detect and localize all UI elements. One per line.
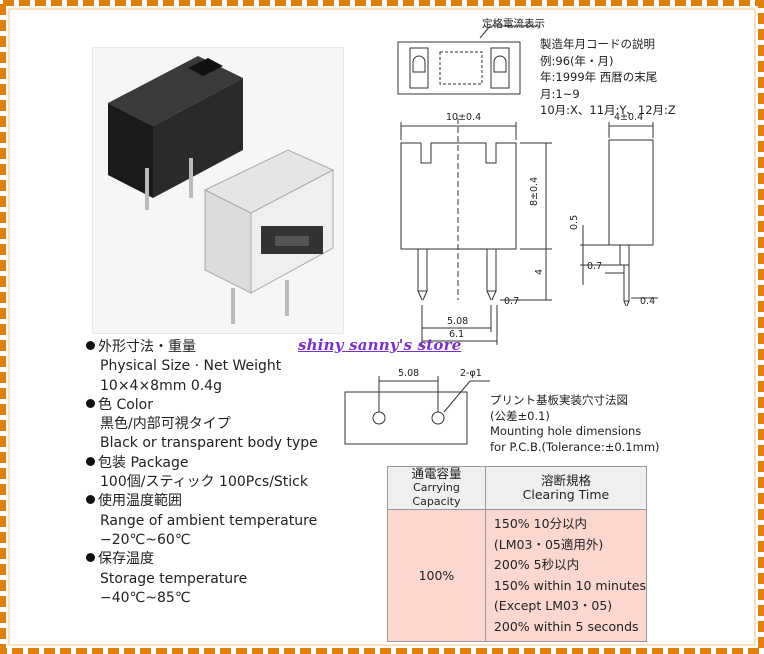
hole-right	[431, 411, 445, 425]
clearing-line: (Except LM03・05)	[493, 598, 613, 613]
pcb-note-line: for P.C.B.(Tolerance:±0.1mm)	[490, 439, 660, 454]
spec-line: Physical Size · Net Weight	[100, 358, 282, 375]
spec-heading: 使用温度範囲	[86, 492, 386, 511]
product-photo	[92, 47, 344, 334]
date-code-line: 例:96(年・月)	[540, 53, 614, 68]
spec-heading-text: 色 Color	[98, 396, 154, 413]
front-view-body	[400, 142, 517, 250]
pcb-outline	[344, 391, 468, 445]
dim-height: 8±0.4	[529, 176, 540, 206]
dim-pin-length: 4	[534, 268, 545, 275]
clearing-line: 150% 10分以内	[493, 516, 588, 531]
date-code-line: 年:1999年 西暦の末尾	[540, 70, 658, 84]
pcb-notes: プリント基板実装穴寸法図 (公差±0.1) Mounting hole dime…	[490, 393, 660, 455]
date-code-line: 製造年月コードの説明	[540, 37, 655, 51]
dim-pin-width: 0.7	[504, 296, 520, 307]
table-row: 100% 150% 10分以内 (LM03・05適用外) 200% 5秒以内 1…	[387, 509, 648, 642]
dim-width: 10±0.4	[446, 112, 482, 123]
spec-heading-text: 保存温度	[98, 551, 154, 568]
spec-list: 外形寸法・重量 Physical Size · Net Weight 10×4×…	[86, 338, 386, 608]
table-header-row: 通電容量 Carrying Capacity 溶断規格 Clearing Tim…	[387, 466, 648, 510]
spec-heading: 色 Color	[86, 396, 386, 415]
dim-hole-diameter: 2-φ1	[460, 368, 482, 379]
spec-line: −40℃~85℃	[100, 589, 191, 606]
clearing-line: 200% within 5 seconds	[493, 618, 639, 634]
bullet-icon	[86, 341, 95, 350]
header-clearing-time: 溶断規格 Clearing Time	[484, 466, 648, 510]
bullet-icon	[86, 495, 95, 505]
spec-heading: 保存温度	[86, 550, 386, 569]
header-carrying-capacity: 通電容量 Carrying Capacity	[387, 466, 486, 510]
clearing-time-table: 通電容量 Carrying Capacity 溶断規格 Clearing Tim…	[387, 466, 648, 642]
spec-line: 黒色/内部可視タイプ	[100, 416, 231, 433]
header-en: Clearing Time	[522, 487, 610, 502]
bullet-icon	[86, 456, 95, 466]
header-en: Carrying Capacity	[412, 481, 461, 508]
clearing-line: 200% 5秒以内	[493, 557, 580, 572]
header-jp: 通電容量	[411, 466, 462, 481]
clearing-cell: 150% 10分以内 (LM03・05適用外) 200% 5秒以内 150% w…	[484, 509, 648, 642]
bullet-icon	[86, 398, 95, 408]
bullet-icon	[86, 553, 95, 563]
spec-line: Range of ambient temperature	[100, 512, 318, 529]
side-view-body	[608, 139, 654, 246]
clearing-line: (LM03・05適用外)	[493, 536, 604, 552]
dim-overall-pitch: 6.1	[449, 329, 465, 340]
spec-heading: 外形寸法・重量	[86, 338, 386, 357]
dim-pcb-pitch: 5.08	[398, 368, 420, 379]
spec-heading: 包装 Package	[86, 454, 386, 473]
date-code-line: 月:1~9	[540, 86, 580, 101]
header-jp: 溶断規格	[540, 473, 591, 488]
dim-side-pin: 0.7	[587, 261, 603, 272]
fuse-illustration	[108, 56, 335, 324]
spec-heading-text: 使用温度範囲	[98, 493, 182, 510]
spec-heading-text: 包装 Package	[98, 454, 189, 471]
date-code-line: 10月:X、11月:Y、12月:Z	[540, 103, 676, 117]
spec-heading-text: 外形寸法・重量	[98, 339, 196, 355]
dim-side-step: 0.5	[569, 214, 580, 230]
pcb-note-line: プリント基板実装穴寸法図	[490, 393, 628, 407]
clearing-line: 150% within 10 minutes	[493, 577, 646, 593]
dim-depth: 4±0.4	[614, 112, 644, 123]
spec-line: 100個/スティック 100Pcs/Stick	[100, 474, 308, 491]
rated-current-label: 定格電流表示	[482, 18, 545, 30]
dim-side-pin-thickness: 0.4	[640, 296, 656, 307]
date-code-notes: 製造年月コードの説明 例:96(年・月) 年:1999年 西暦の末尾 月:1~9…	[540, 36, 676, 119]
capacity-cell: 100%	[387, 509, 486, 642]
spec-line: Storage temperature	[100, 570, 248, 587]
spec-line: Black or transparent body type	[100, 435, 318, 452]
pcb-note-line: (公差±0.1)	[490, 408, 550, 423]
spec-line: −20℃~60℃	[100, 531, 191, 548]
dim-pitch: 5.08	[447, 316, 469, 327]
pcb-note-line: Mounting hole dimensions	[490, 424, 642, 438]
top-view-body	[397, 41, 521, 95]
spec-line: 10×4×8mm 0.4g	[100, 377, 222, 394]
store-watermark: shiny sanny's store	[298, 336, 462, 354]
